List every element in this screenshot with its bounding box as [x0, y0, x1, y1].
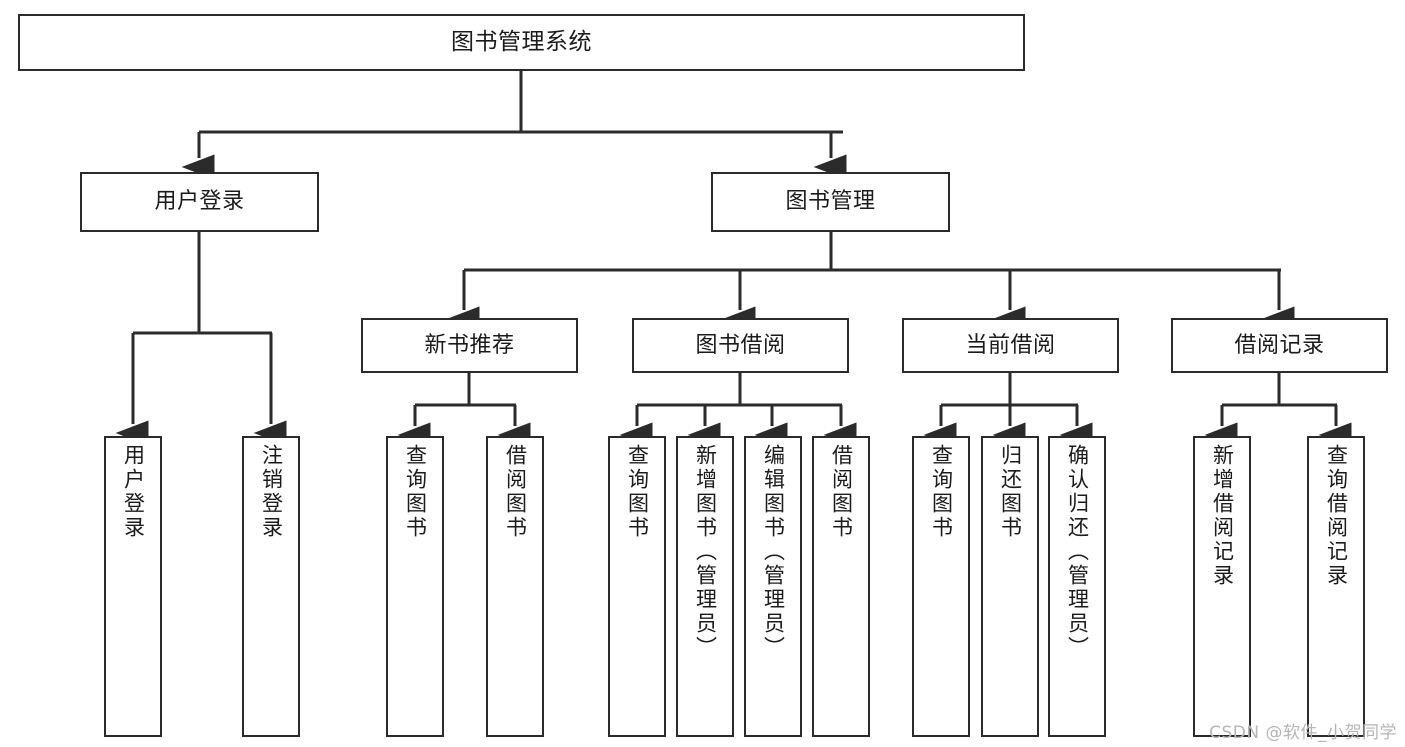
node-user-login-label: 用户登录: [154, 189, 245, 215]
node-leaf-confirm-return[interactable]: 确认归还（管理员）: [1048, 436, 1106, 737]
node-borrow-record-label: 借阅记录: [1234, 332, 1325, 358]
node-current-borrow[interactable]: 当前借阅: [902, 318, 1119, 373]
node-leaf-borrow-book-b-label: 借阅图书: [829, 444, 854, 540]
node-leaf-edit-book-label: 编辑图书（管理员）: [761, 444, 786, 660]
node-leaf-logout-label: 注销登录: [259, 444, 284, 540]
node-leaf-borrow-book-a-label: 借阅图书: [503, 444, 528, 540]
node-leaf-logout[interactable]: 注销登录: [242, 436, 300, 737]
node-leaf-query-book-a-label: 查询图书: [403, 444, 428, 540]
node-leaf-user-login-label: 用户登录: [121, 444, 146, 540]
node-current-borrow-label: 当前借阅: [965, 332, 1056, 358]
node-leaf-query-book-b[interactable]: 查询图书: [608, 436, 666, 737]
node-user-login[interactable]: 用户登录: [80, 172, 319, 232]
node-book-manage[interactable]: 图书管理: [711, 172, 950, 232]
node-leaf-query-book-b-label: 查询图书: [625, 444, 650, 540]
node-book-borrow-label: 图书借阅: [695, 332, 786, 358]
node-leaf-query-book-c[interactable]: 查询图书: [912, 436, 970, 737]
node-new-book-recommend[interactable]: 新书推荐: [361, 318, 578, 373]
node-borrow-record[interactable]: 借阅记录: [1171, 318, 1388, 373]
node-leaf-add-record-label: 新增借阅记录: [1210, 444, 1235, 588]
node-leaf-return-book-label: 归还图书: [998, 444, 1023, 540]
node-leaf-add-record[interactable]: 新增借阅记录: [1193, 436, 1251, 737]
node-book-manage-label: 图书管理: [785, 189, 876, 215]
node-leaf-confirm-return-label: 确认归还（管理员）: [1065, 444, 1090, 660]
csdn-watermark: CSDN @软件_小贺同学: [1209, 723, 1397, 743]
node-leaf-add-book-label: 新增图书（管理员）: [693, 444, 718, 660]
node-leaf-query-record-label: 查询借阅记录: [1324, 444, 1349, 588]
node-leaf-borrow-book-b[interactable]: 借阅图书: [812, 436, 870, 737]
node-leaf-add-book[interactable]: 新增图书（管理员）: [676, 436, 734, 737]
node-leaf-edit-book[interactable]: 编辑图书（管理员）: [744, 436, 802, 737]
node-leaf-query-book-a[interactable]: 查询图书: [386, 436, 444, 737]
node-leaf-return-book[interactable]: 归还图书: [981, 436, 1039, 737]
node-leaf-query-record[interactable]: 查询借阅记录: [1307, 436, 1365, 737]
node-leaf-borrow-book-a[interactable]: 借阅图书: [486, 436, 544, 737]
node-leaf-query-book-c-label: 查询图书: [929, 444, 954, 540]
node-root[interactable]: 图书管理系统: [18, 14, 1025, 71]
node-new-book-recommend-label: 新书推荐: [424, 332, 515, 358]
node-root-label: 图书管理系统: [451, 29, 592, 56]
node-book-borrow[interactable]: 图书借阅: [632, 318, 849, 373]
node-leaf-user-login[interactable]: 用户登录: [104, 436, 162, 737]
